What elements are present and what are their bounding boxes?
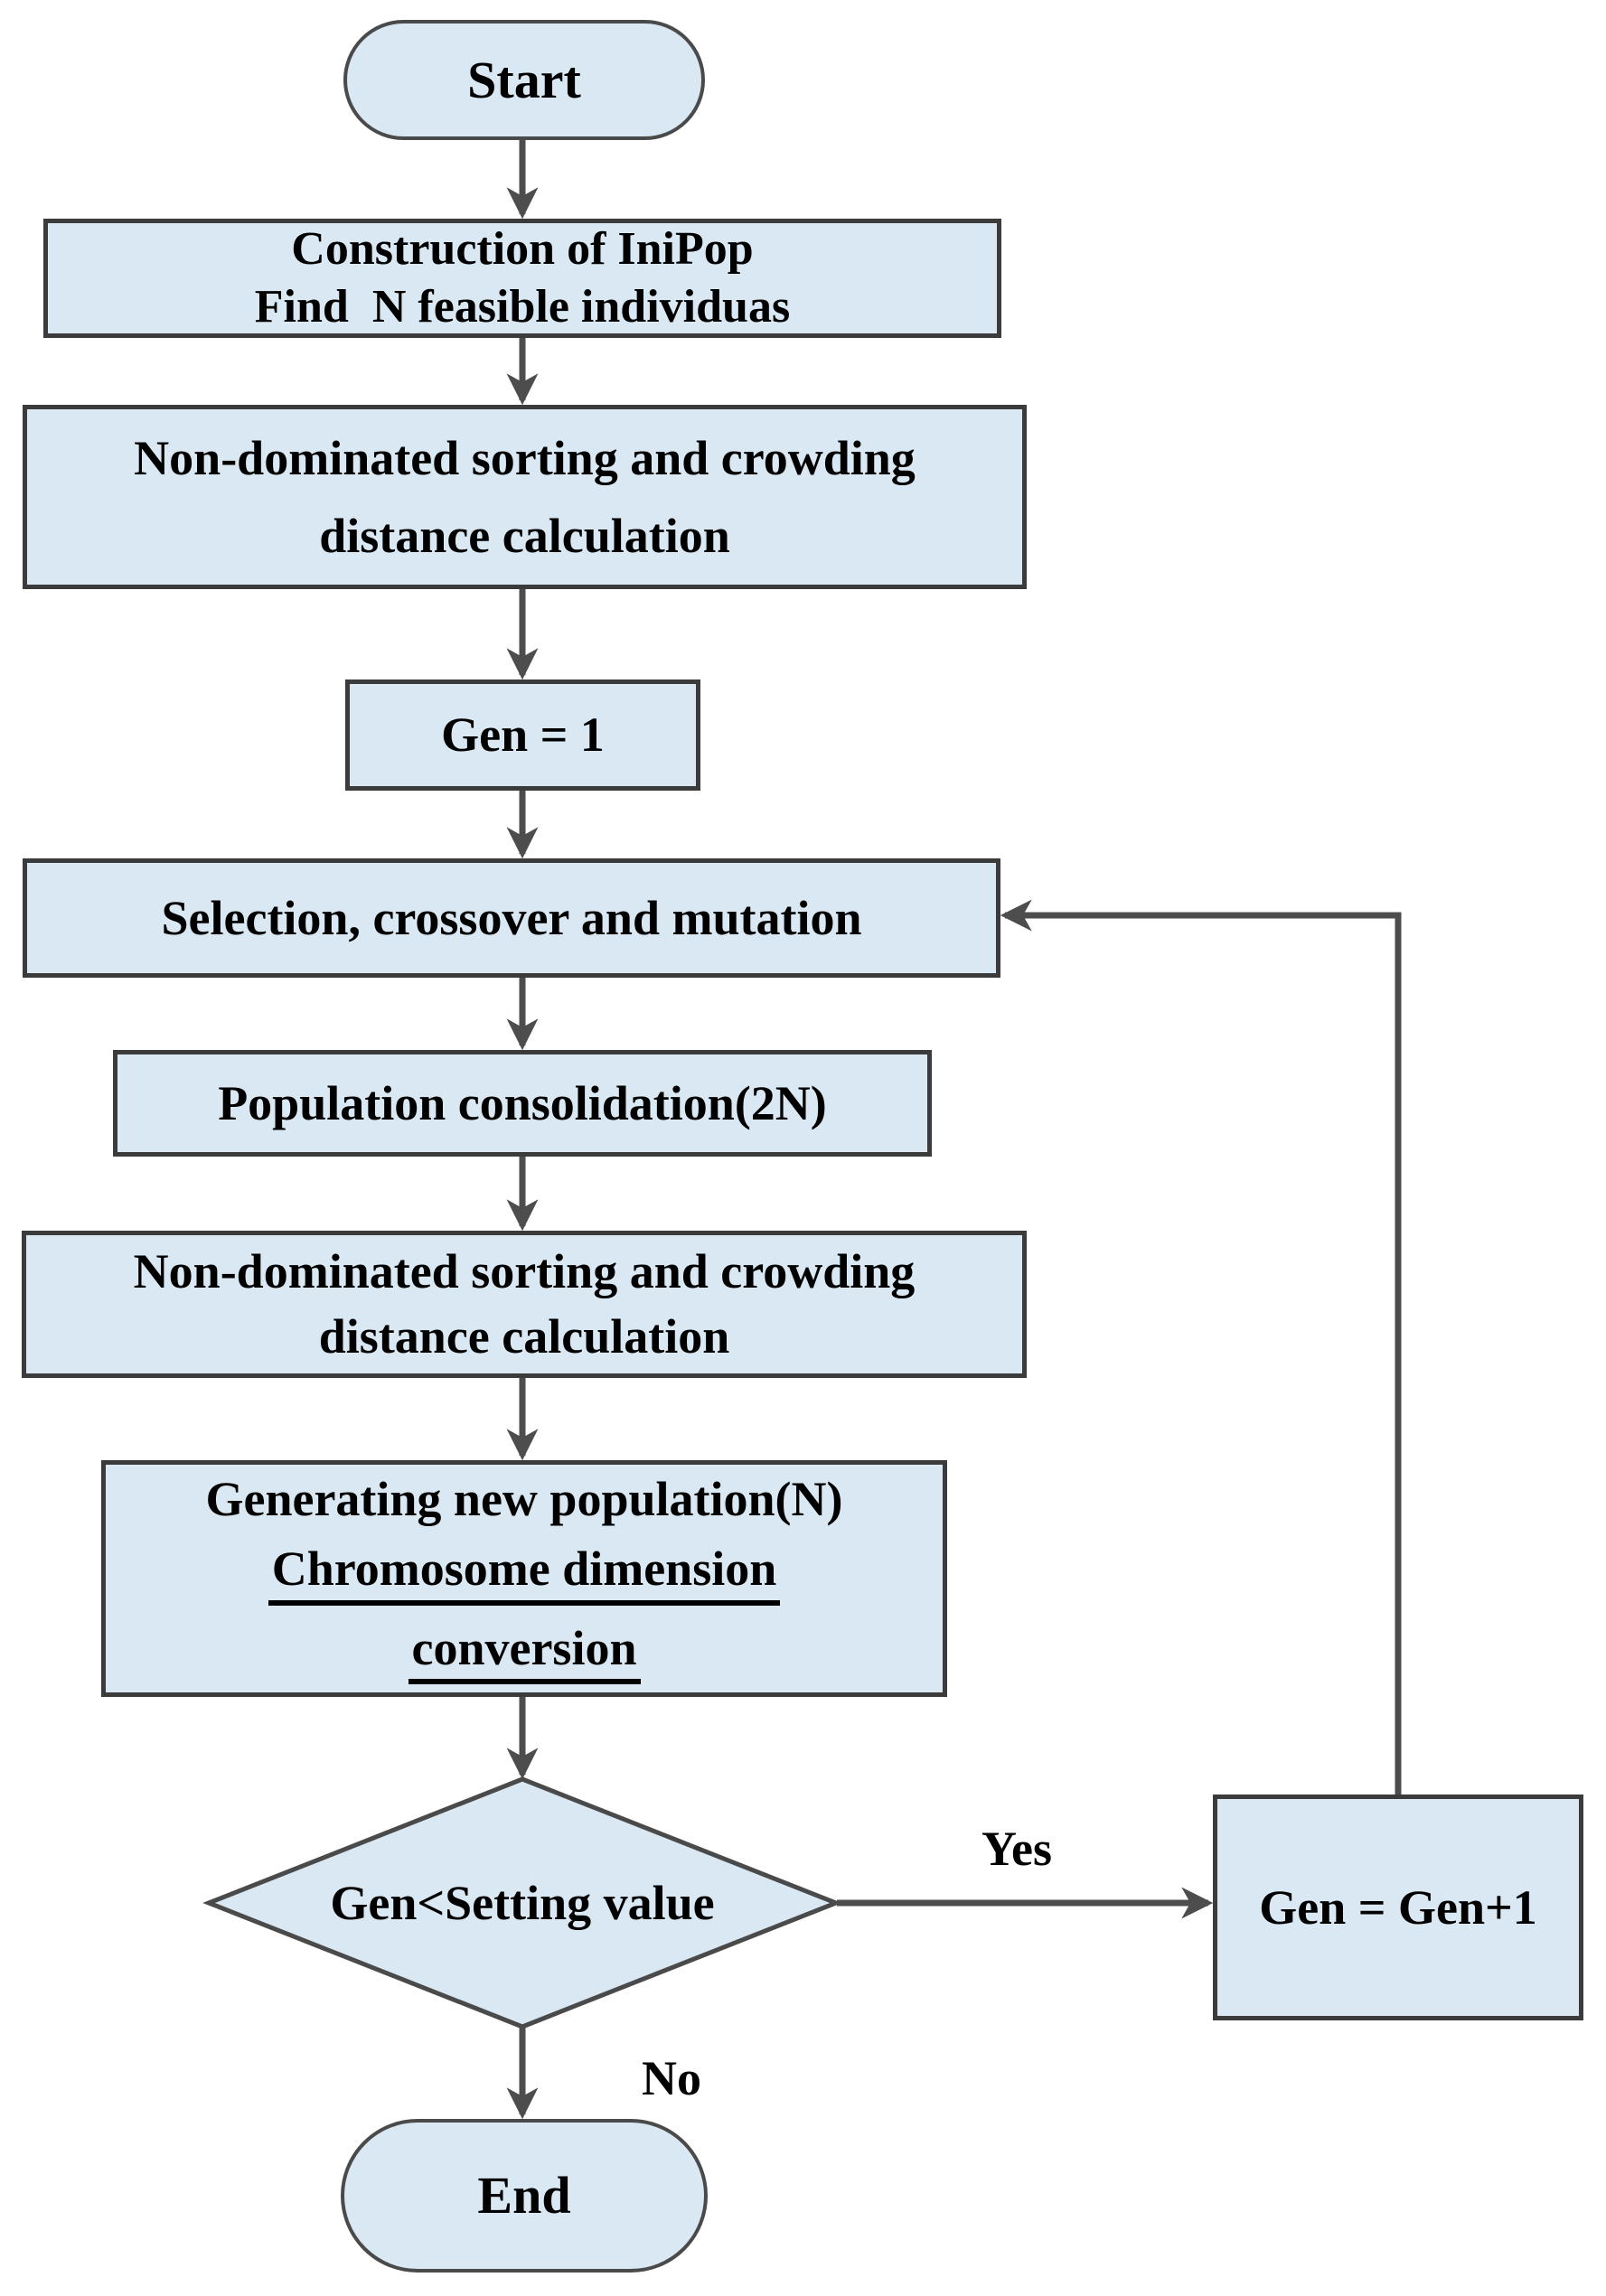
conversion-underlined: conversion (408, 1621, 641, 1685)
arrow-increment-to-selection (1000, 899, 1402, 1795)
gen-init-label: Gen = 1 (441, 708, 605, 763)
nondominated-sorting-1-line2: distance calculation (319, 509, 730, 563)
nondominated-sorting-1-line1: Non-dominated sorting and crowding (134, 430, 916, 485)
node-population-consolidation: Population consolidation(2N) (113, 1050, 932, 1157)
node-selection-crossover-mutation: Selection, crossover and mutation (23, 858, 1000, 978)
chromosome-dimension-line: Chromosome dimension (268, 1542, 781, 1606)
nondominated-sorting-2-line2: distance calculation (318, 1308, 730, 1364)
label-no: No (586, 2044, 757, 2113)
node-nondominated-sorting-1: Non-dominated sorting and crowding dista… (23, 405, 1027, 589)
node-start: Start (343, 20, 705, 140)
nondominated-sorting-2-line1: Non-dominated sorting and crowding (133, 1243, 916, 1298)
node-construct-inipop: Construction of IniPop Find N feasible i… (43, 219, 1001, 338)
gen-increment-label: Gen = Gen+1 (1259, 1879, 1537, 1935)
label-yes: Yes (922, 1814, 1112, 1883)
node-end: End (341, 2119, 708, 2273)
node-gen-increment: Gen = Gen+1 (1213, 1795, 1583, 2020)
selection-label: Selection, crossover and mutation (161, 890, 862, 945)
node-end-label: End (477, 2166, 571, 2226)
node-gen-init: Gen = 1 (345, 679, 700, 791)
no-text: No (642, 2051, 701, 2105)
node-generating-new-population: Generating new population(N) Chromosome … (101, 1460, 947, 1697)
construct-inipop-line1: Construction of IniPop (291, 222, 754, 275)
conversion-line: conversion (408, 1621, 641, 1685)
yes-text: Yes (981, 1822, 1052, 1876)
population-consolidation-label: Population consolidation(2N) (218, 1075, 827, 1130)
node-start-label: Start (467, 50, 581, 109)
generating-new-population-line1: Generating new population(N) (205, 1471, 843, 1526)
construct-inipop-line2: Find N feasible individuas (254, 281, 791, 333)
node-nondominated-sorting-2: Non-dominated sorting and crowding dista… (22, 1231, 1027, 1378)
chromosome-dimension-underlined: Chromosome dimension (268, 1542, 781, 1606)
decision-diamond-shape (202, 1776, 842, 2029)
decision-label: Gen<Setting value (330, 1876, 715, 1930)
node-decision-gen-setting: Gen<Setting value (233, 1843, 812, 1963)
